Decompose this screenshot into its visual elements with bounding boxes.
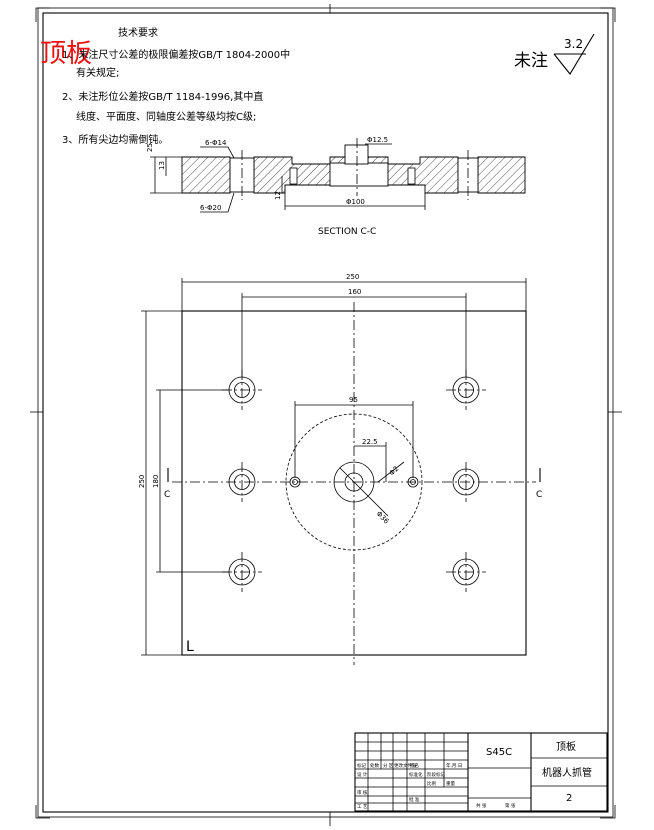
tech-item-2: 2、未注形位公差按GB/T 1184-1996,其中直 xyxy=(62,90,263,103)
dim-height: 250 xyxy=(138,475,146,488)
tb-sheet-total: 共 张 xyxy=(476,802,487,809)
dim-through-hole: 6-Φ20 xyxy=(200,204,221,212)
tb-review: 审 核 xyxy=(357,789,368,796)
dim-recess: Φ100 xyxy=(346,198,365,206)
tech-item-3: 3、所有尖边均需倒钝。 xyxy=(62,133,168,146)
surface-finish-value: 3.2 xyxy=(564,37,583,51)
dim-width: 250 xyxy=(346,273,359,281)
tb-count: 处数 xyxy=(370,762,379,769)
tb-material: S45C xyxy=(486,747,512,758)
tb-change-doc: 更改文件号 xyxy=(394,762,417,769)
tb-mark: 标记 xyxy=(357,762,366,769)
tb-sheet-no: 第 张 xyxy=(505,802,516,809)
tb-quantity: 2 xyxy=(566,793,572,804)
tech-item-2b: 线度、平面度、同轴度公差等级均按C级; xyxy=(76,110,256,123)
tb-weight: 重量 xyxy=(446,780,455,787)
dim-pcd: 95 xyxy=(349,396,358,404)
dim-bore: Φ12.5 xyxy=(367,136,388,144)
dim-height-step: 13 xyxy=(158,161,166,170)
surface-finish: 未注 3.2 xyxy=(514,33,595,75)
surface-finish-label: 未注 xyxy=(514,51,548,71)
dim-center-dia: Φ36 xyxy=(375,510,391,526)
dim-hole-spacing-y: 180 xyxy=(152,475,160,488)
tb-stage: 阶段标记 xyxy=(427,771,445,778)
dim-counterbore: 6-Φ14 xyxy=(205,139,227,147)
dim-offset: 22.5 xyxy=(362,438,378,446)
tb-process: 工 艺 xyxy=(357,804,368,810)
section-title: SECTION C-C xyxy=(318,227,376,237)
tech-heading: 技术要求 xyxy=(118,26,158,39)
sheet-border xyxy=(30,4,622,826)
section-mark-right: C xyxy=(536,490,542,500)
tb-assembly-name: 机器人抓管 xyxy=(542,766,592,779)
dim-height-small: 12 xyxy=(274,191,282,200)
tb-approve: 批 准 xyxy=(409,796,420,803)
title-block: 标记 处数 分 区 更改文件号 签名 年.月.日 设 计 标准化 阶段标记 重量… xyxy=(354,732,608,812)
tb-sign: 签名 xyxy=(410,762,419,769)
dim-height-total: 25 xyxy=(146,143,154,152)
tb-zone: 分 区 xyxy=(383,762,394,769)
tb-date: 年.月.日 xyxy=(446,762,462,769)
plan-view: C C L 250 xyxy=(138,273,542,665)
section-view: 6-Φ14 6-Φ20 Φ12.5 Φ100 25 13 12 SECTION … xyxy=(146,136,526,237)
roughness-symbol-icon xyxy=(553,33,595,75)
dim-hole-spacing-x: 160 xyxy=(348,288,361,296)
tech-item-1b: 有关规定; xyxy=(76,66,119,79)
corner-mark: L xyxy=(186,639,194,655)
tb-standard: 标准化 xyxy=(409,771,423,778)
section-mark-left: C xyxy=(164,490,170,500)
tb-scale: 比例 xyxy=(427,780,436,787)
tb-design: 设 计 xyxy=(357,771,368,778)
tech-item-1: 1、未注尺寸公差的极限偏差按GB/T 1804-2000中 xyxy=(62,48,290,61)
tb-part-name: 顶板 xyxy=(556,740,576,753)
part-label: 顶板 xyxy=(40,39,92,69)
tech-requirements: 技术要求 1、未注尺寸公差的极限偏差按GB/T 1804-2000中 有关规定;… xyxy=(62,26,290,146)
